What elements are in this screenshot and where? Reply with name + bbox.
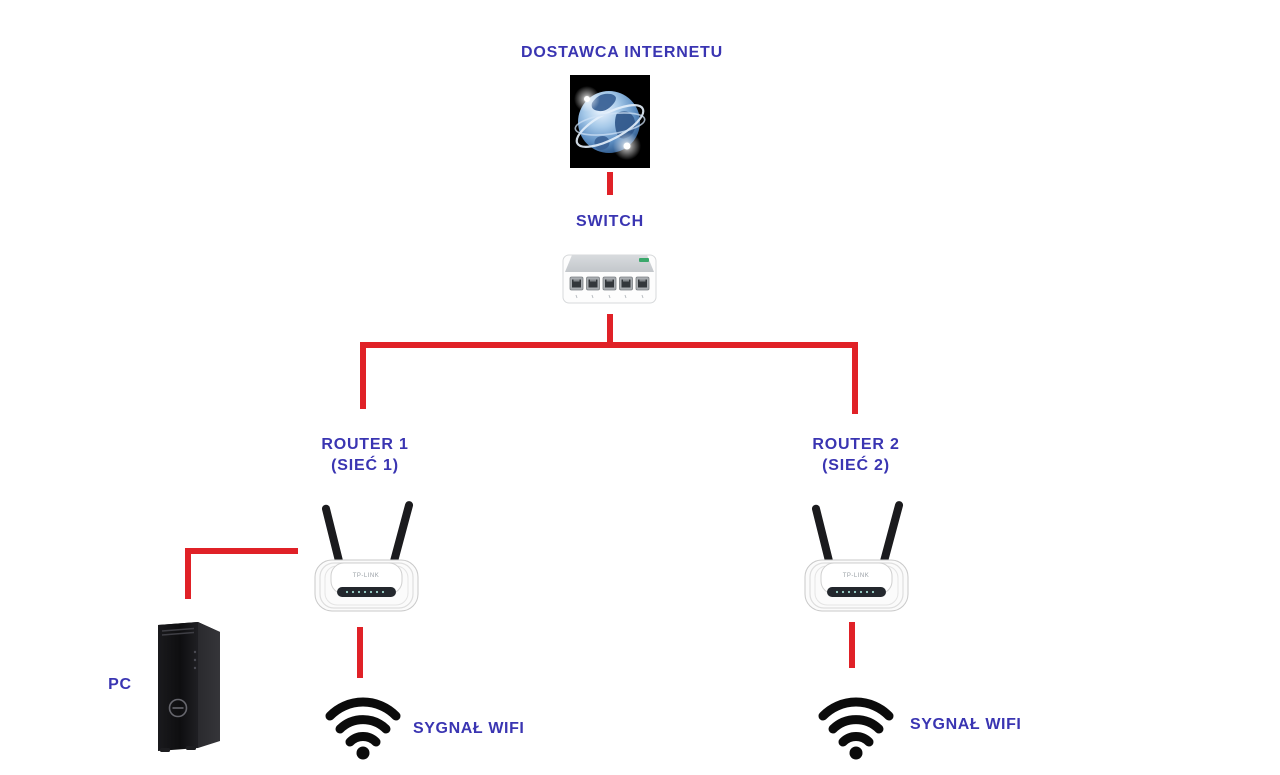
- connector-router1-wifi: [357, 627, 363, 678]
- wifi2-label: SYGNAŁ WIFI: [910, 716, 1022, 733]
- connector-router1-pc-horizontal: [185, 548, 298, 554]
- router2-label-line1: ROUTER 2: [812, 436, 900, 453]
- router1-label-line2: (SIEĆ 1): [331, 457, 399, 474]
- router2-label: ROUTER 2 (SIEĆ 2): [812, 434, 899, 476]
- dell-logo-icon: [168, 698, 188, 718]
- connector-switch-stem: [607, 314, 613, 345]
- wifi1-label: SYGNAŁ WIFI: [413, 720, 525, 737]
- router1-label-line1: ROUTER 1: [321, 436, 409, 453]
- desktop-tower-image: [156, 620, 224, 754]
- switch-ports: [569, 276, 650, 291]
- globe-image: [570, 75, 650, 168]
- router1-label: ROUTER 1 (SIEĆ 1): [321, 434, 408, 476]
- connector-branch-left: [360, 342, 366, 409]
- internet-provider-label: DOSTAWCA INTERNETU: [521, 44, 723, 61]
- pc-label: PC: [108, 676, 132, 693]
- wifi-signal-icon: [817, 687, 895, 762]
- router2-image: TP-LINK: [797, 497, 913, 617]
- ethernet-switch-image: [561, 251, 658, 307]
- router-brand-text: TP-LINK: [353, 573, 380, 579]
- router2-label-line2: (SIEĆ 2): [822, 457, 890, 474]
- connector-router2-wifi: [849, 622, 855, 668]
- router-brand-text: TP-LINK: [843, 573, 870, 579]
- connector-branch-right: [852, 342, 858, 414]
- connector-branch-horizontal: [360, 342, 858, 348]
- wifi-signal-icon: [324, 687, 402, 762]
- router1-image: TP-LINK: [307, 497, 423, 617]
- connector-router1-pc-vertical: [185, 548, 191, 599]
- connector-internet-switch: [607, 172, 613, 195]
- switch-label: SWITCH: [576, 213, 644, 230]
